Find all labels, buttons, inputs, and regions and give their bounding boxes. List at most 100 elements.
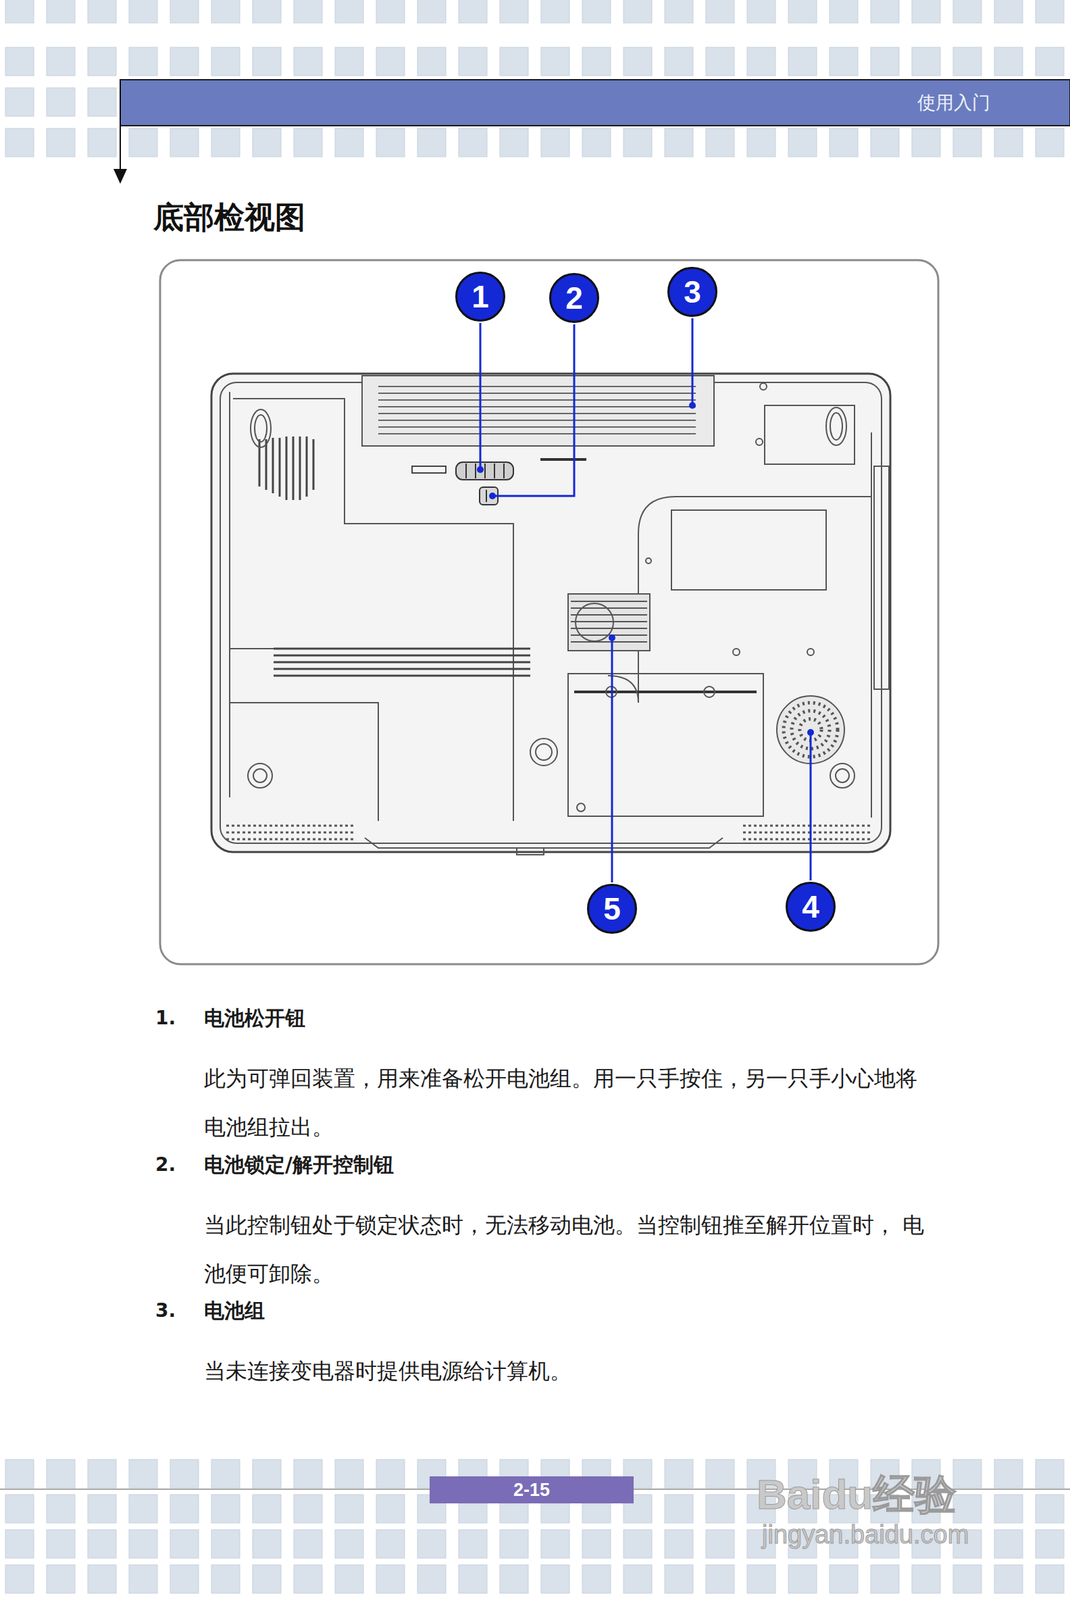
grid-square (911, 0, 941, 23)
grid-square (5, 128, 34, 157)
grid-square (499, 128, 529, 157)
grid-square (293, 1459, 323, 1488)
grid-square (170, 1529, 199, 1558)
grid-square (623, 1564, 652, 1593)
page-number-box: 2-15 (429, 1475, 634, 1503)
grid-square (705, 128, 735, 157)
grid-square (5, 1529, 34, 1558)
grid-square (829, 0, 858, 23)
grid-square (953, 1494, 982, 1523)
item-heading: 电池组 (204, 1296, 265, 1325)
grid-square (911, 128, 941, 157)
grid-square (458, 1564, 488, 1593)
grid-square (664, 1529, 694, 1558)
grid-square (499, 0, 529, 23)
grid-square (293, 1494, 323, 1523)
grid-square (705, 0, 735, 23)
grid-square (499, 1529, 529, 1558)
grid-square (129, 47, 158, 76)
grid-square (376, 0, 405, 23)
grid-square (664, 1494, 694, 1523)
grid-square (829, 128, 858, 157)
grid-square (335, 1494, 364, 1523)
grid-square (46, 87, 75, 117)
grid-square (170, 1459, 199, 1488)
grid-square (129, 1459, 158, 1488)
grid-square (911, 1564, 941, 1593)
grid-square (376, 1459, 405, 1488)
grid-square (87, 47, 117, 76)
grid-square (129, 1529, 158, 1558)
grid-square (664, 47, 694, 76)
callout-number: 2 (565, 279, 583, 317)
grid-square (335, 128, 364, 157)
callout-number: 4 (801, 888, 820, 925)
grid-square (211, 47, 240, 76)
grid-square (1035, 1459, 1064, 1488)
grid-square (46, 47, 75, 76)
grid-square (994, 1459, 1023, 1488)
header-text: 使用入门 (917, 90, 991, 115)
grid-square (87, 87, 117, 117)
grid-square (664, 128, 694, 157)
watermark: Baidu经验 (756, 1465, 957, 1523)
grid-square (46, 1529, 75, 1558)
grid-square (46, 128, 75, 157)
header-band (120, 79, 1070, 126)
grid-square (788, 1564, 817, 1593)
grid-square (664, 0, 694, 23)
grid-square (87, 0, 117, 23)
grid-square (335, 0, 364, 23)
grid-square (623, 128, 652, 157)
grid-square (170, 1494, 199, 1523)
grid-square (829, 1564, 858, 1593)
grid-square (129, 1494, 158, 1523)
grid-square (623, 1529, 652, 1558)
grid-square (994, 128, 1023, 157)
grid-square (1035, 0, 1064, 23)
grid-square (87, 1564, 117, 1593)
grid-square (582, 128, 611, 157)
grid-square (582, 1529, 611, 1558)
callout-number: 3 (683, 273, 702, 311)
grid-square (705, 47, 735, 76)
arrow-head (113, 168, 127, 184)
callout-circle: 1 (455, 271, 506, 322)
grid-square (788, 0, 817, 23)
grid-square (211, 1459, 240, 1488)
grid-square (499, 1564, 529, 1593)
grid-square (129, 128, 158, 157)
grid-square (953, 128, 982, 157)
grid-square (994, 1564, 1023, 1593)
grid-square (541, 1529, 570, 1558)
grid-square (335, 1459, 364, 1488)
grid-square (994, 1529, 1023, 1558)
grid-square (252, 0, 282, 23)
grid-square (5, 47, 34, 76)
grid-square (376, 47, 405, 76)
page-number: 2-15 (513, 1479, 550, 1501)
grid-square (953, 47, 982, 76)
item-heading: 电池松开钮 (204, 1004, 306, 1033)
grid-square (46, 0, 75, 23)
grid-square (541, 0, 570, 23)
callout-circle: 3 (667, 266, 718, 317)
grid-square (335, 1529, 364, 1558)
grid-square (5, 87, 34, 117)
grid-square (870, 0, 900, 23)
grid-square (293, 47, 323, 76)
grid-square (870, 47, 900, 76)
item-body: 当未连接变电器时提供电源给计算机。 (204, 1346, 941, 1395)
grid-square (5, 1564, 34, 1593)
grid-square (293, 1564, 323, 1593)
grid-square (911, 47, 941, 76)
grid-square (664, 1459, 694, 1488)
item-number: 2. (155, 1153, 176, 1176)
arrow-line (119, 79, 121, 175)
grid-square (1035, 1564, 1064, 1593)
grid-square (252, 1494, 282, 1523)
callout-circle: 5 (587, 883, 638, 934)
grid-square (87, 1459, 117, 1488)
grid-square (376, 1564, 405, 1593)
grid-square (87, 1494, 117, 1523)
